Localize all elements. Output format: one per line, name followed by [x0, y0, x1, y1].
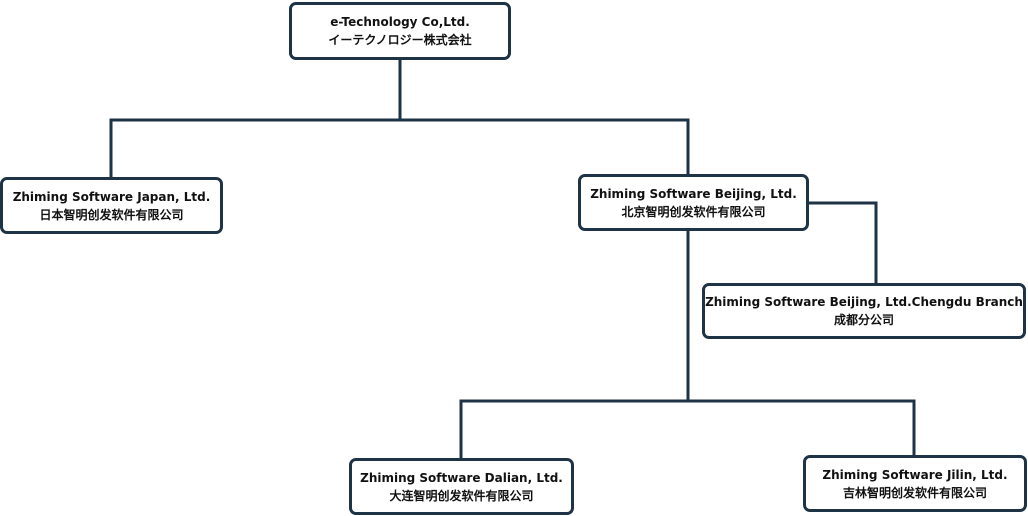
node-name-en: e-Technology Co,Ltd. — [330, 15, 470, 29]
node-name-en: Zhiming Software Dalian, Ltd. — [360, 470, 563, 485]
node-chengdu-branch: Zhiming Software Beijing, Ltd.Chengdu Br… — [702, 283, 1026, 339]
node-name-local: 吉林智明创发软件有限公司 — [842, 485, 987, 500]
node-name-en: Zhiming Software Jilin, Ltd. — [822, 467, 1008, 482]
node-name-local: 日本智明创发软件有限公司 — [39, 207, 184, 222]
node-zhiming-dalian: Zhiming Software Dalian, Ltd. 大连智明创发软件有限… — [349, 458, 574, 515]
node-name-en: Zhiming Software Beijing, Ltd. — [590, 186, 797, 201]
node-name-local: 北京智明创发软件有限公司 — [621, 204, 766, 219]
node-zhiming-beijing: Zhiming Software Beijing, Ltd. 北京智明创发软件有… — [578, 174, 809, 231]
node-name-en: Zhiming Software Japan, Ltd. — [12, 189, 211, 204]
node-zhiming-jilin: Zhiming Software Jilin, Ltd. 吉林智明创发软件有限公… — [803, 455, 1027, 512]
node-name-local: イーテクノロジー株式会社 — [328, 33, 472, 47]
node-e-technology: e-Technology Co,Ltd. イーテクノロジー株式会社 — [289, 2, 511, 60]
node-zhiming-japan: Zhiming Software Japan, Ltd. 日本智明创发软件有限公… — [0, 177, 223, 234]
node-name-local: 大连智明创发软件有限公司 — [389, 488, 534, 503]
node-name-local: 成都分公司 — [833, 313, 894, 327]
node-name-en: Zhiming Software Beijing, Ltd.Chengdu Br… — [705, 295, 1023, 309]
